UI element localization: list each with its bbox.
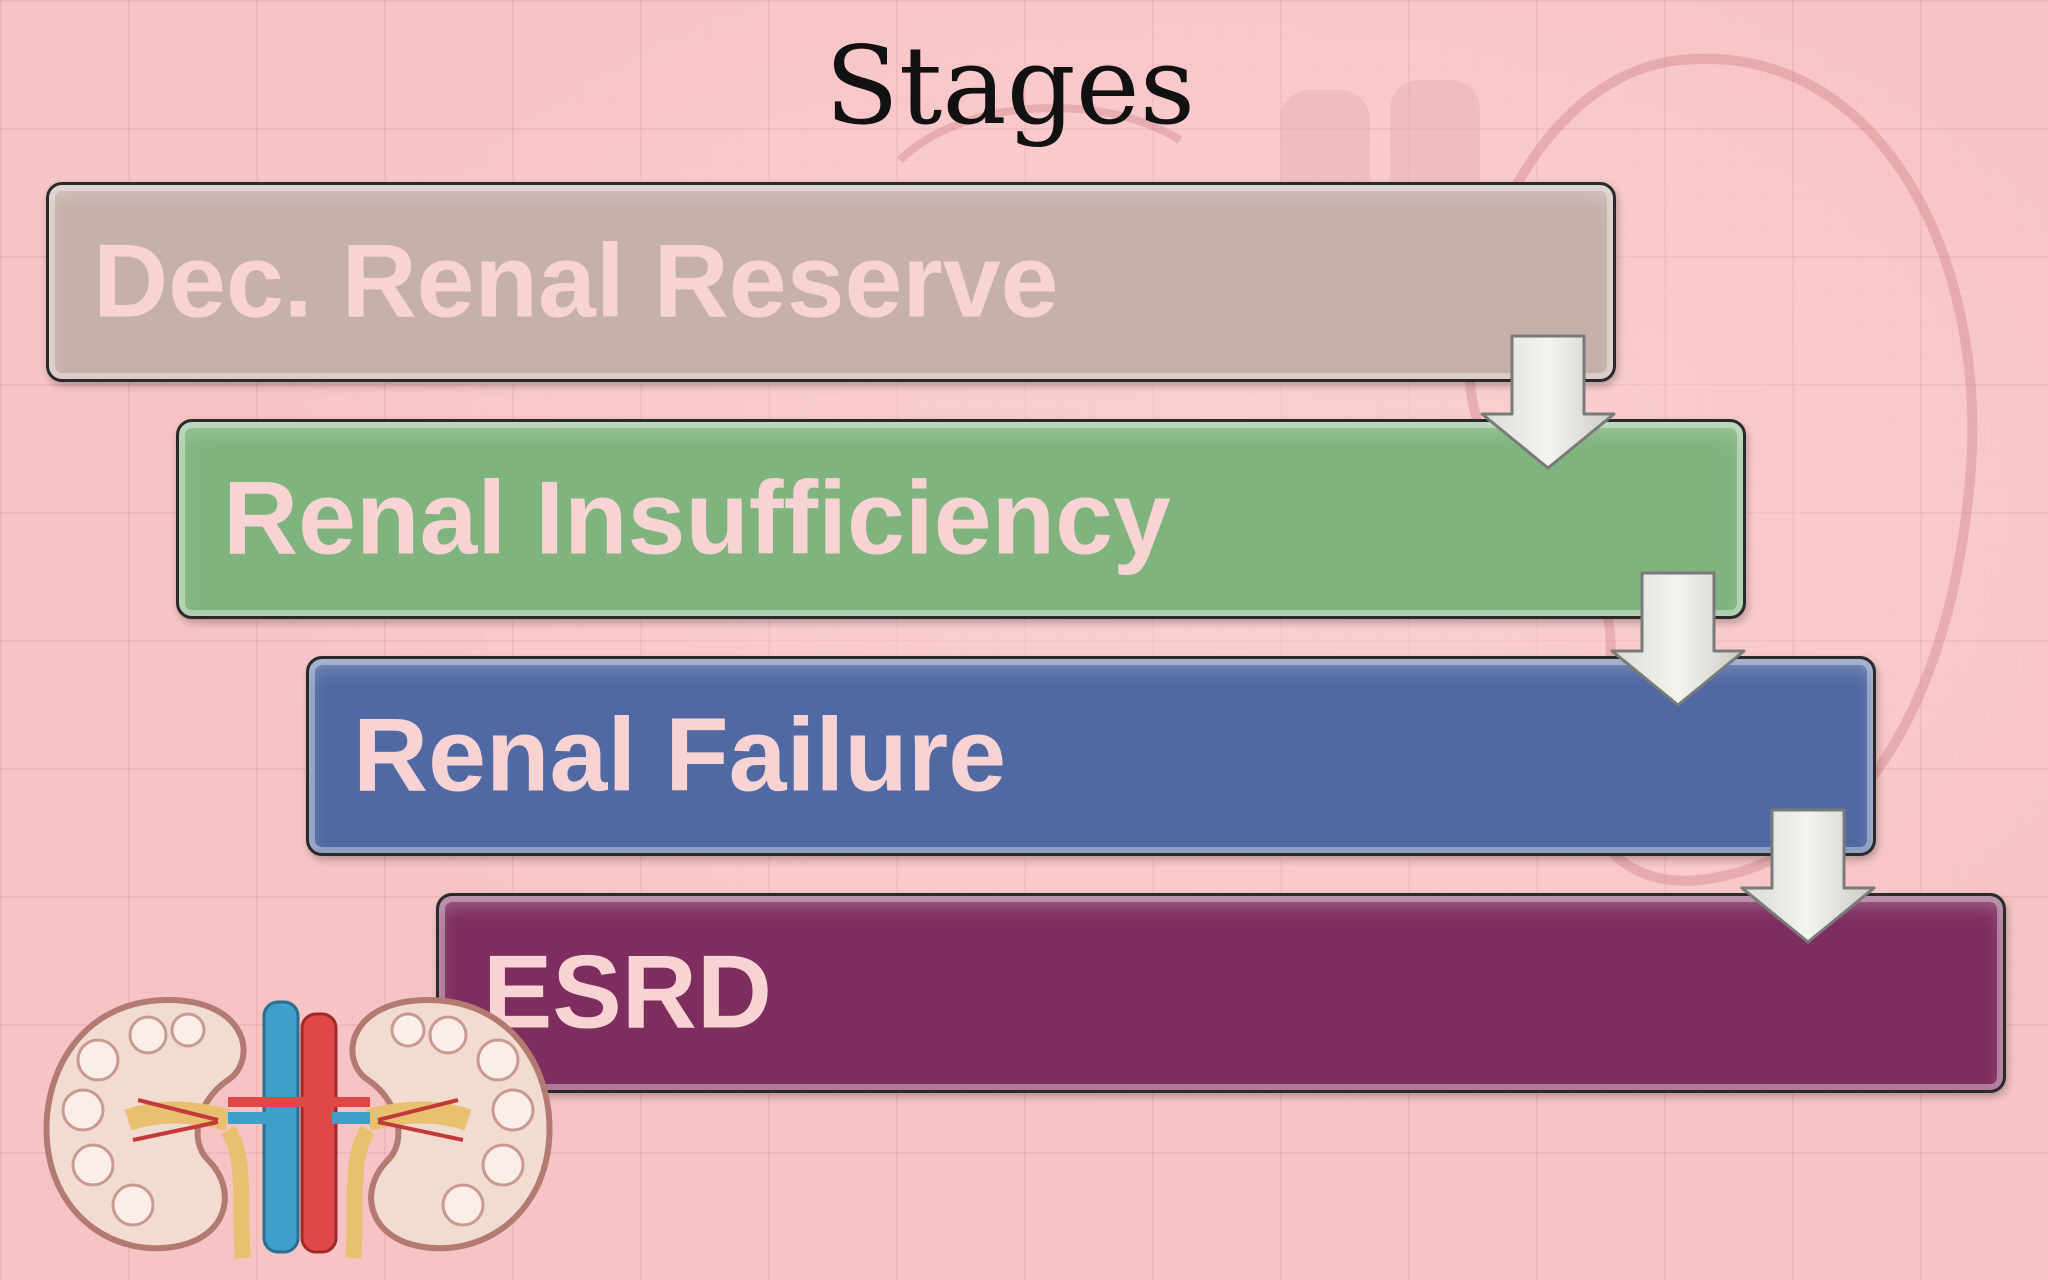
down-arrow-icon [1480,334,1616,470]
stage-label: Renal Insufficiency [223,460,1171,577]
stage-box-renal-insufficiency: Renal Insufficiency [176,419,1746,619]
stage-box-dec-renal-reserve: Dec. Renal Reserve [46,182,1616,382]
stage-label: Dec. Renal Reserve [93,223,1059,340]
stage-label: Renal Failure [353,697,1007,814]
stage-label: ESRD [483,934,772,1051]
stage-box-renal-failure: Renal Failure [306,656,1876,856]
stage-box-esrd: ESRD [436,893,2006,1093]
page-title: Stages [824,24,1196,149]
down-arrow-icon [1740,808,1876,944]
down-arrow-icon [1610,571,1746,707]
kidney-pair-icon [43,996,553,1259]
